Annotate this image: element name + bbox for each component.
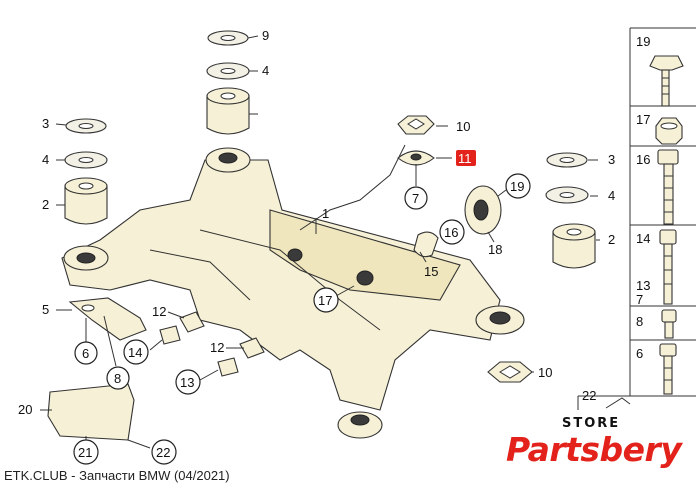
callout-14: 14 <box>128 345 142 360</box>
sidebar-label-8: 8 <box>636 314 643 329</box>
callout-3: 3 <box>608 152 615 167</box>
callout-13: 13 <box>180 375 194 390</box>
sidebar-nut-17-drawing <box>655 117 683 145</box>
brand-logo-text: Partsbery <box>506 430 682 469</box>
callout-circle-21 <box>73 439 99 465</box>
callout-circle-13 <box>175 369 201 395</box>
callout-circle-17 <box>313 287 339 313</box>
sidebar-bolt-14-drawing <box>659 229 677 305</box>
callout-4: 4 <box>608 188 615 203</box>
sidebar-label-13: 13 <box>636 278 650 293</box>
sidebar-label-14: 14 <box>636 231 650 246</box>
sidebar-label-16: 16 <box>636 152 650 167</box>
callout-circle-22 <box>151 439 177 465</box>
callout-circle-8 <box>106 366 130 390</box>
callout-circle-16 <box>439 219 465 245</box>
callout-circle-19 <box>505 173 531 199</box>
callout-19: 19 <box>510 179 524 194</box>
callout-circle-6 <box>74 341 98 365</box>
callout-18: 18 <box>488 242 502 257</box>
callout-1: 1 <box>322 206 329 221</box>
sidebar-label-19: 19 <box>636 34 650 49</box>
callout-4: 4 <box>262 63 269 78</box>
callout-5: 5 <box>42 302 49 317</box>
callout-16: 16 <box>444 225 458 240</box>
callout-15: 15 <box>424 264 438 279</box>
callout-7: 7 <box>412 191 419 206</box>
callout-4: 4 <box>42 152 49 167</box>
brand-watermark: STORE Partsbery <box>490 410 696 486</box>
callout-20: 20 <box>18 402 32 417</box>
callout-circle-14 <box>123 339 149 365</box>
callout-11: 11 <box>458 151 472 166</box>
sidebar-bolt-19-drawing <box>649 55 684 107</box>
sidebar-label-7: 7 <box>636 292 643 307</box>
left-upper-stack <box>64 30 250 225</box>
sidebar-callouts: 19 17 16 14 13 7 8 6 22 <box>582 34 650 403</box>
main-callouts: 9 4 3 4 2 5 6 8 14 12 12 13 1 17 10 11 7… <box>18 28 615 465</box>
sidebar-bolt-16-drawing <box>657 149 679 225</box>
callout-circle-7 <box>404 186 428 210</box>
sidebar-clip-22-drawing <box>605 397 631 409</box>
callout-12: 12 <box>210 340 224 355</box>
callout-17: 17 <box>318 293 332 308</box>
sidebar-label-6: 6 <box>636 346 643 361</box>
callout-22: 22 <box>156 445 170 460</box>
sidebar-bolt-6-drawing <box>659 343 677 395</box>
rear-subframe-drawing <box>47 115 596 441</box>
sidebar-label-17: 17 <box>636 112 650 127</box>
callout-3: 3 <box>42 116 49 131</box>
brand-store-label: STORE <box>562 416 621 431</box>
callout-21: 21 <box>78 445 92 460</box>
parts-sidebar-table <box>577 27 696 430</box>
sidebar-label-22: 22 <box>582 388 596 403</box>
callout-9: 9 <box>262 28 269 43</box>
leader-lines <box>40 35 600 449</box>
callout-2: 2 <box>608 232 615 247</box>
callout-8: 8 <box>114 371 121 386</box>
callout-11-highlight <box>456 150 476 166</box>
diagram-caption: ETK.CLUB - Запчасти BMW (04/2021) <box>4 468 230 483</box>
callout-2: 2 <box>42 197 49 212</box>
callout-10: 10 <box>456 119 470 134</box>
callout-6: 6 <box>82 346 89 361</box>
sidebar-bolt-8-drawing <box>661 309 677 339</box>
callout-10: 10 <box>538 365 552 380</box>
callout-12: 12 <box>152 304 166 319</box>
